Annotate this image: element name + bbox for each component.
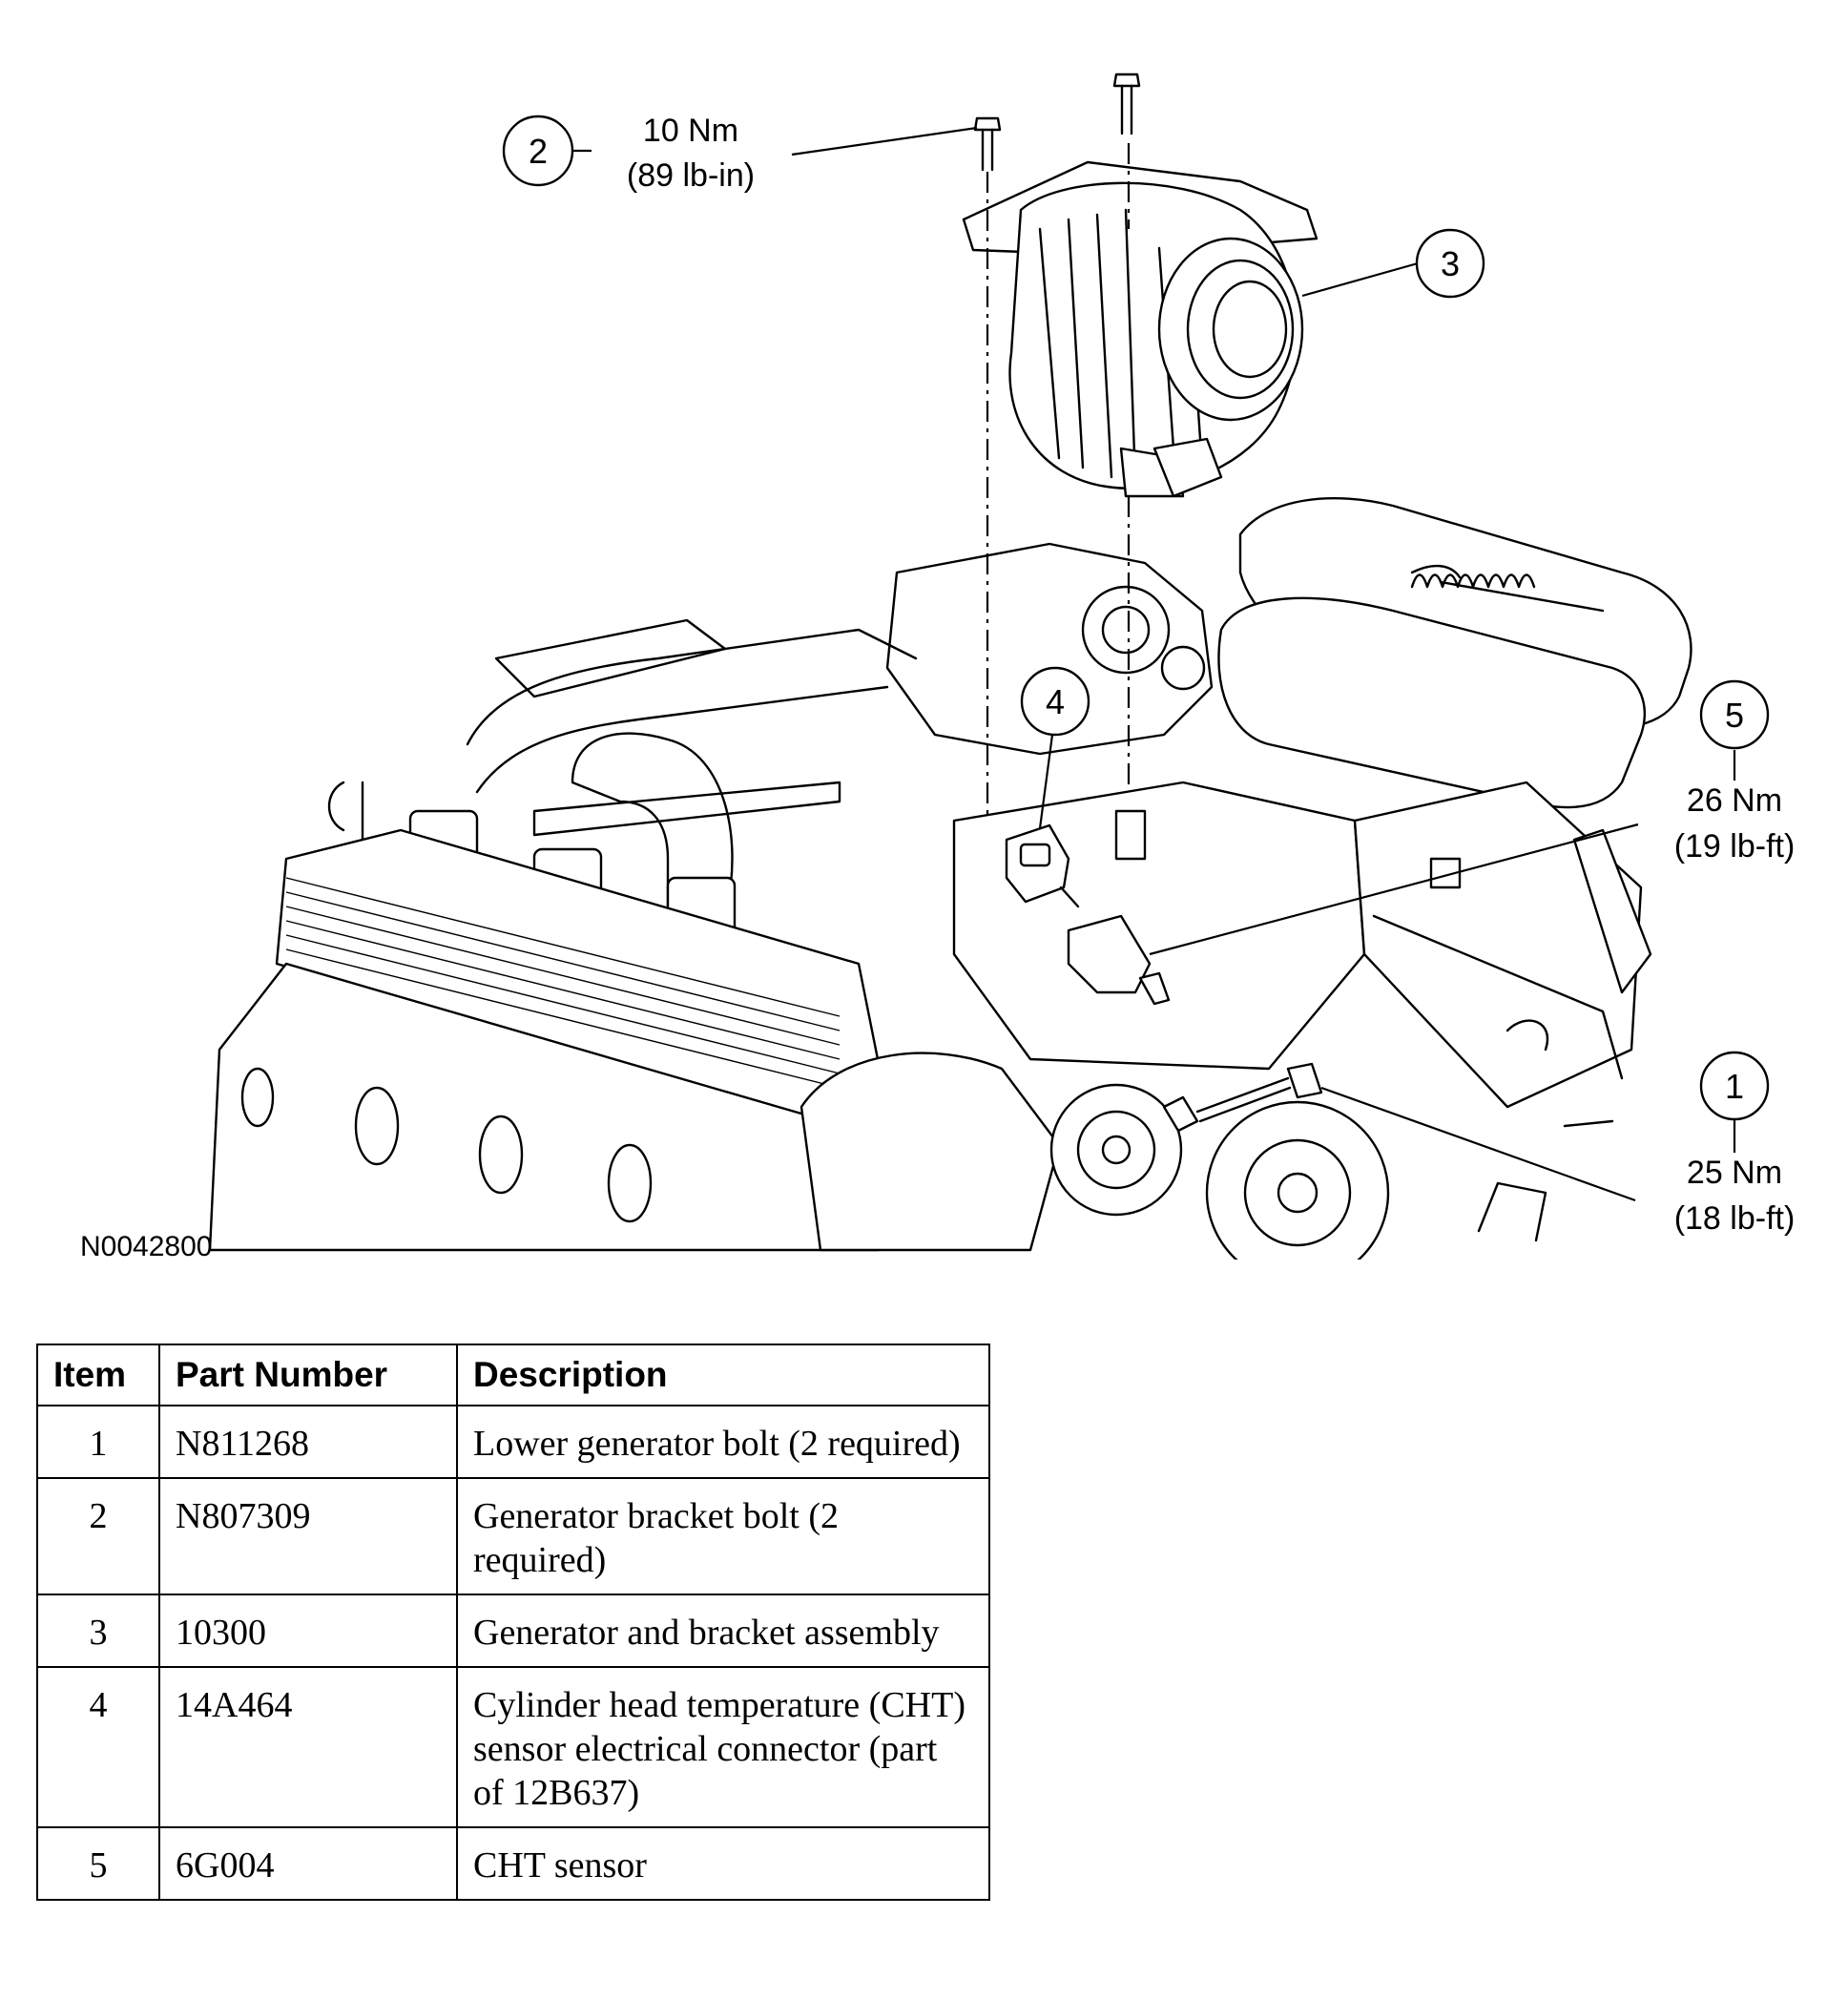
table-row: 5 6G004 CHT sensor [36, 1826, 990, 1901]
table-header-row: Item Part Number Description [36, 1344, 990, 1406]
callout-1-torque-nm: 25 Nm [1687, 1155, 1782, 1191]
callout-5: 5 26 Nm (19 lb-ft) [1674, 679, 1796, 865]
header-item: Item [36, 1344, 160, 1406]
callout-2-number: 2 [529, 132, 548, 171]
callout-5-number: 5 [1725, 696, 1744, 735]
parts-table: Item Part Number Description 1 N811268 L… [36, 1344, 990, 1901]
figure-id: N0042800 [80, 1231, 212, 1260]
cell-item: 2 [36, 1477, 160, 1595]
cell-item: 5 [36, 1826, 160, 1901]
cell-description: Generator bracket bolt (2 required) [456, 1477, 990, 1595]
cell-part-number: 6G004 [158, 1826, 458, 1901]
callout-1-number: 1 [1725, 1067, 1744, 1106]
callout-1-bubble [1699, 1051, 1770, 1121]
callout-2-torque-nm: 10 Nm [643, 113, 738, 149]
callout-5-torque-imperial: (19 lb-ft) [1674, 828, 1796, 865]
callout-3-bubble [1415, 228, 1485, 299]
cell-part-number: N807309 [158, 1477, 458, 1595]
generator-drawing [962, 160, 1319, 498]
bolt-2a [973, 116, 1002, 172]
leader-lines [572, 126, 1736, 1202]
table-row: 4 14A464 Cylinder head temperature (CHT)… [36, 1666, 990, 1828]
cell-description: Generator and bracket assembly [456, 1594, 990, 1668]
cell-part-number: 14A464 [158, 1666, 458, 1828]
callout-4-bubble [1020, 666, 1090, 737]
callout-1-torque-imperial: (18 lb-ft) [1674, 1200, 1796, 1237]
engine-diagram: 2 10 Nm (89 lb-in) 3 4 5 26 Nm (19 lb-ft… [80, 73, 1796, 1260]
callout-2-torque-imperial: (89 lb-in) [627, 157, 755, 194]
cell-description: Lower generator bolt (2 required) [456, 1405, 990, 1479]
cell-part-number: 10300 [158, 1594, 458, 1668]
callout-3-number: 3 [1441, 244, 1460, 283]
cell-description: CHT sensor [456, 1826, 990, 1901]
callout-2-bubble [502, 115, 574, 187]
callout-1: 1 25 Nm (18 lb-ft) [1674, 1051, 1796, 1237]
cell-item: 4 [36, 1666, 160, 1828]
cell-item: 1 [36, 1405, 160, 1479]
callout-2: 2 10 Nm (89 lb-in) [502, 113, 755, 194]
cell-description: Cylinder head temperature (CHT) sensor e… [456, 1666, 990, 1828]
table-row: 1 N811268 Lower generator bolt (2 requir… [36, 1405, 990, 1479]
callout-4: 4 [1020, 666, 1090, 737]
header-part-number: Part Number [158, 1344, 458, 1406]
callout-5-bubble [1699, 679, 1770, 750]
header-description: Description [456, 1344, 990, 1406]
bolt-2b [1112, 73, 1141, 135]
cell-item: 3 [36, 1594, 160, 1668]
callout-3: 3 [1415, 228, 1485, 299]
engine-illustration [208, 73, 1692, 1260]
cht-sensor-drawing [1067, 914, 1171, 1006]
callout-5-torque-nm: 26 Nm [1687, 782, 1782, 819]
cht-connector-drawing [1005, 823, 1070, 904]
callout-4-number: 4 [1046, 682, 1065, 721]
table-row: 3 10300 Generator and bracket assembly [36, 1594, 990, 1668]
cell-part-number: N811268 [158, 1405, 458, 1479]
bolt-1 [1162, 1062, 1323, 1133]
table-row: 2 N807309 Generator bracket bolt (2 requ… [36, 1477, 990, 1595]
